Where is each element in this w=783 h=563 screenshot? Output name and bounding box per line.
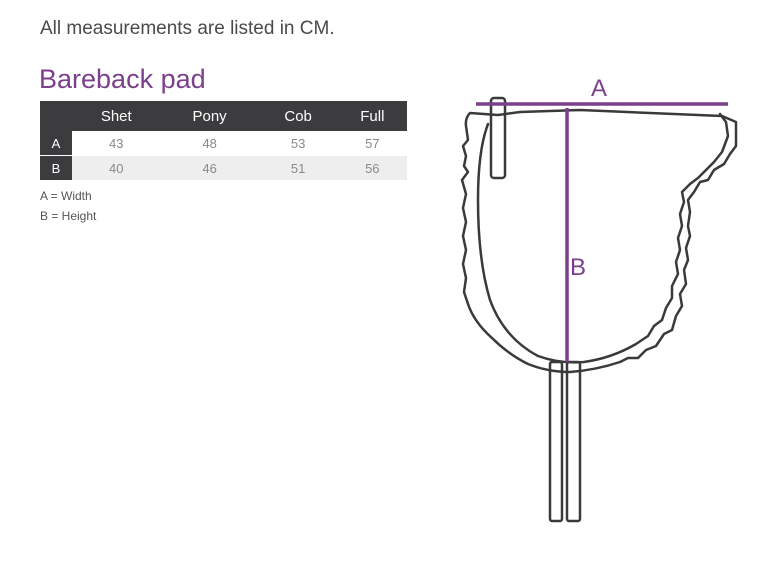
size-header-full: Full (337, 101, 407, 131)
table-cell: 53 (258, 131, 338, 156)
table-cell: 40 (72, 155, 161, 181)
legend: A = Width B = Height (40, 186, 96, 226)
legend-item-width: A = Width (40, 189, 92, 203)
table-cell: 48 (160, 131, 259, 156)
label-a: A (591, 75, 607, 102)
measurement-note: All measurements are listed in CM. (40, 18, 335, 39)
table-cell: 43 (72, 131, 161, 156)
legend-item-height: B = Height (40, 209, 97, 223)
table-cell: 46 (160, 155, 259, 181)
table-cell: 56 (337, 155, 407, 181)
table-cell: 57 (337, 131, 407, 156)
row-label-a: A (40, 131, 72, 156)
row-label-b: B (40, 155, 72, 181)
size-header-cob: Cob (258, 101, 338, 131)
size-header-pony: Pony (160, 101, 259, 131)
girth-strap-left (548, 360, 564, 523)
size-table: Shet Pony Cob Full A 43 48 53 57 B 40 46… (40, 101, 407, 181)
table-row: B 40 46 51 56 (40, 155, 407, 181)
pad-outer-outline (460, 108, 738, 374)
size-table-corner (40, 101, 72, 131)
table-row: A 43 48 53 57 (40, 131, 407, 156)
size-table-header-row: Shet Pony Cob Full (40, 101, 407, 131)
product-title: Bareback pad (39, 64, 206, 94)
label-b: B (570, 254, 586, 281)
pad-inner-outline (476, 112, 730, 364)
girth-strap-right (565, 360, 582, 523)
size-header-shet: Shet (72, 101, 161, 131)
front-strap (489, 96, 507, 180)
table-cell: 51 (258, 155, 338, 181)
